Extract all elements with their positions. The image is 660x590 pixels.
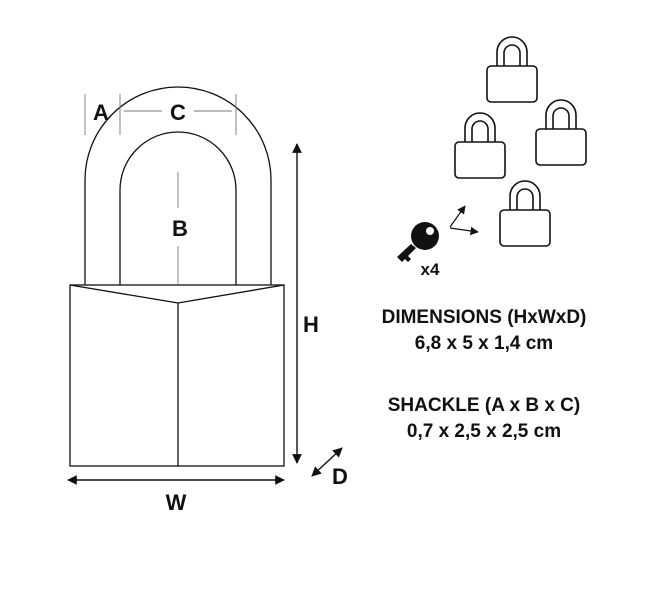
label-a: A	[93, 100, 109, 125]
dimensions-spec: DIMENSIONS (HxWxD) 6,8 x 5 x 1,4 cm	[334, 305, 634, 357]
depth-arrow	[311, 447, 343, 477]
key-icon	[397, 222, 439, 262]
label-c: C	[170, 100, 186, 125]
dimensions-value: 6,8 x 5 x 1,4 cm	[414, 333, 554, 354]
dimensions-title: DIMENSIONS (HxWxD)	[381, 307, 587, 328]
key-arrow-up	[449, 205, 466, 228]
label-d: D	[332, 464, 348, 489]
key-arrow-right	[449, 226, 479, 236]
shackle-value: 0,7 x 2,5 x 2,5 cm	[406, 421, 562, 442]
large-padlock	[69, 86, 285, 467]
shackle-title: SHACKLE (A x B x C)	[387, 395, 581, 416]
padlock-icon	[454, 112, 506, 179]
shackle-outer	[84, 86, 272, 285]
label-h: H	[303, 312, 319, 337]
padlock-icon	[486, 36, 538, 103]
label-w: W	[166, 490, 187, 515]
shackle-inner	[119, 131, 237, 285]
dimension-guides	[84, 94, 237, 135]
label-b: B	[172, 216, 188, 241]
padlock-body	[69, 284, 285, 467]
body-bevel	[69, 284, 285, 304]
padlock-icon	[499, 180, 551, 247]
padlock-icon	[535, 99, 587, 166]
shackle-spec: SHACKLE (A x B x C) 0,7 x 2,5 x 2,5 cm	[334, 393, 634, 445]
key-count-label: x4	[421, 260, 440, 279]
